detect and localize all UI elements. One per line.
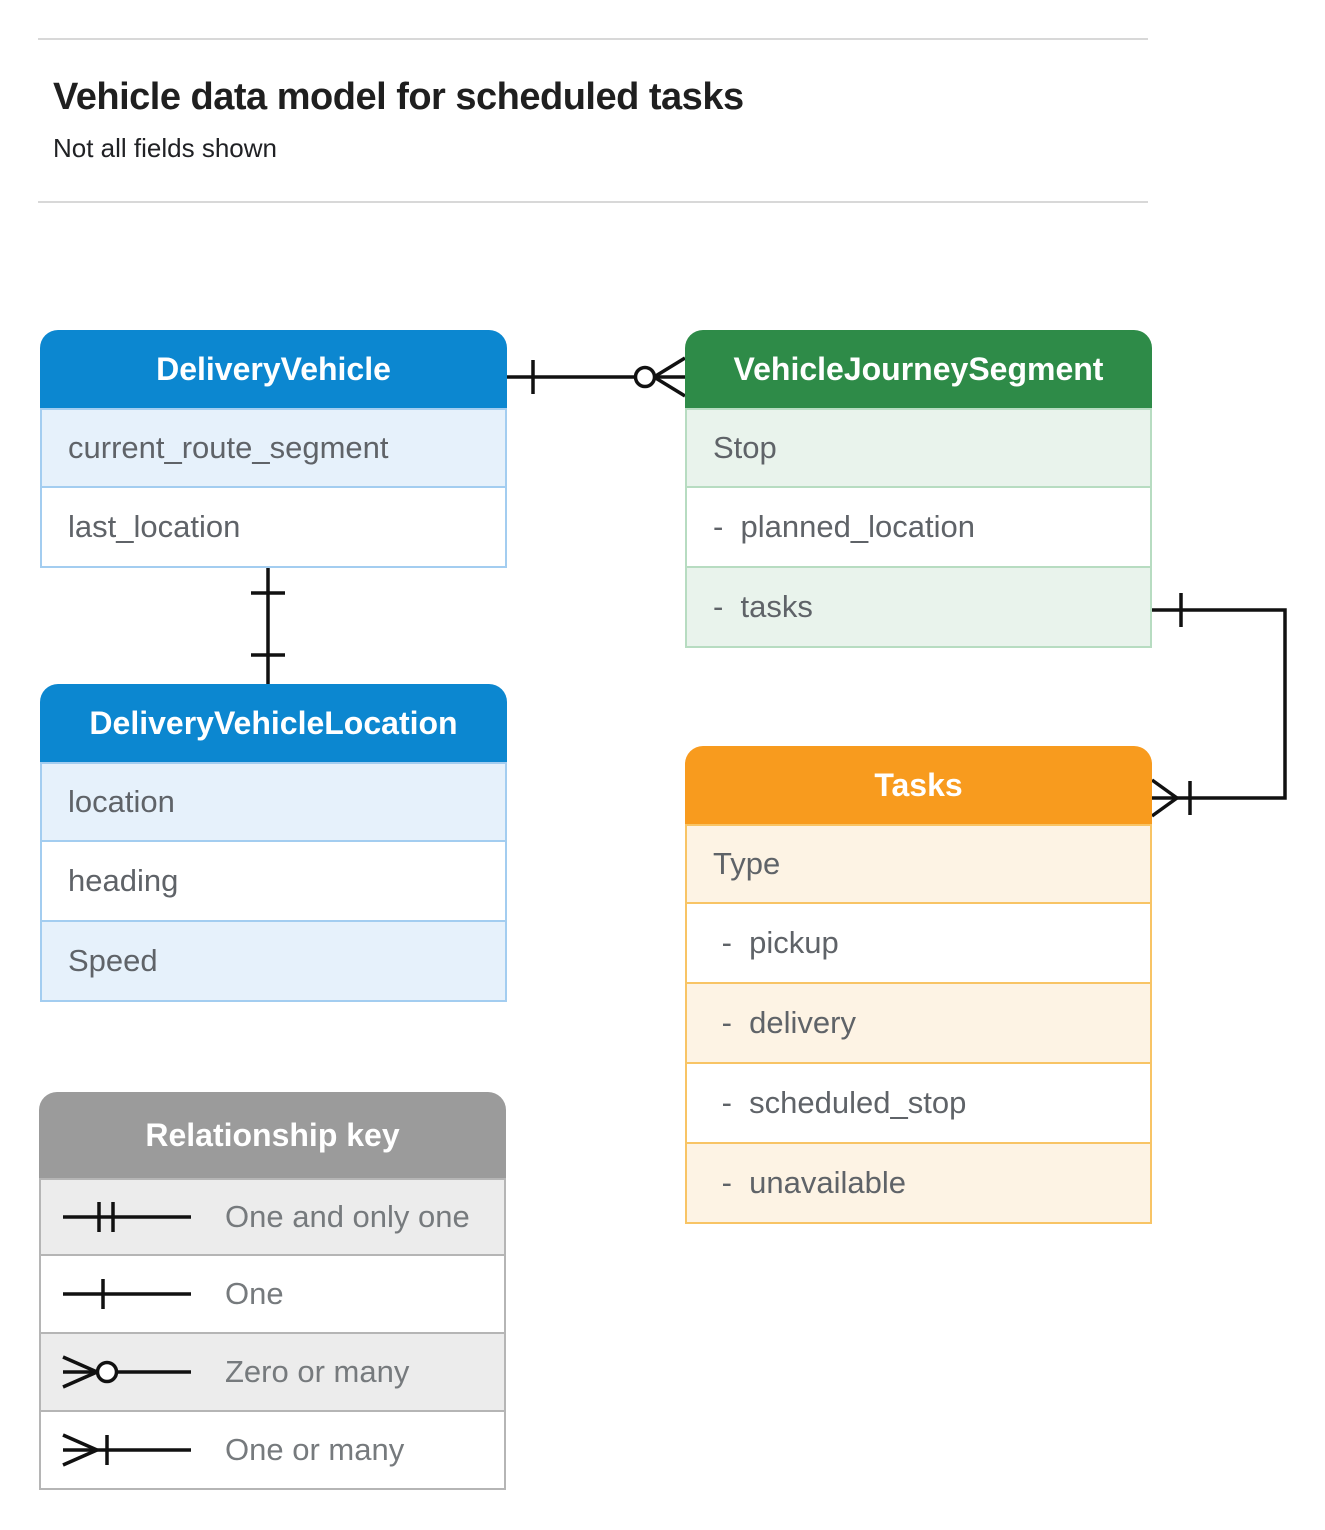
field-current-route-segment: current_route_segment <box>40 408 507 488</box>
entity-tasks: Tasks Type - pickup - delivery - schedul… <box>685 746 1152 1224</box>
legend-item-one-and-only-one: One and only one <box>39 1178 506 1256</box>
one-symbol <box>63 1279 191 1309</box>
page-subtitle: Not all fields shown <box>53 133 277 163</box>
field-scheduled-stop: - scheduled_stop <box>685 1064 1152 1144</box>
field-type: Type <box>685 824 1152 904</box>
field-heading: heading <box>40 842 507 922</box>
legend-item-zero-or-many: Zero or many <box>39 1334 506 1412</box>
divider-top <box>38 38 1148 40</box>
legend-label: One <box>225 1276 284 1311</box>
one-or-many-symbol <box>62 1433 191 1467</box>
entity-delivery-vehicle: DeliveryVehicle current_route_segment la… <box>40 330 507 568</box>
field-delivery: - delivery <box>685 984 1152 1064</box>
connector-deliveryvehicle-vehiclejourneysegment <box>507 356 686 398</box>
legend-label: Zero or many <box>225 1354 410 1389</box>
relationship-key: Relationship key One and only one One <box>39 1092 506 1490</box>
legend-item-one: One <box>39 1256 506 1334</box>
legend-item-one-or-many: One or many <box>39 1412 506 1490</box>
page-title: Vehicle data model for scheduled tasks <box>53 76 744 118</box>
field-planned-location: - planned_location <box>685 488 1152 568</box>
field-speed: Speed <box>40 922 507 1002</box>
field-unavailable: - unavailable <box>685 1144 1152 1224</box>
field-pickup: - pickup <box>685 904 1152 984</box>
connector-vehiclejourneysegment-tasks <box>1150 593 1287 818</box>
divider-under-subtitle <box>38 201 1148 203</box>
entity-title: VehicleJourneySegment <box>685 330 1152 408</box>
field-stop: Stop <box>685 408 1152 488</box>
one-and-only-one-symbol <box>63 1202 191 1232</box>
entity-title: DeliveryVehicle <box>40 330 507 408</box>
connector-deliveryvehicle-deliveryvehiclelocation <box>251 568 285 684</box>
entity-vehicle-journey-segment: VehicleJourneySegment Stop - planned_loc… <box>685 330 1152 648</box>
legend-label: One and only one <box>225 1199 470 1234</box>
field-location: location <box>40 762 507 842</box>
entity-title: Tasks <box>685 746 1152 824</box>
zero-or-many-symbol <box>62 1355 191 1389</box>
entity-title: DeliveryVehicleLocation <box>40 684 507 762</box>
entity-delivery-vehicle-location: DeliveryVehicleLocation location heading… <box>40 684 507 1002</box>
legend-title: Relationship key <box>39 1092 506 1178</box>
field-last-location: last_location <box>40 488 507 568</box>
legend-label: One or many <box>225 1432 405 1467</box>
field-tasks: - tasks <box>685 568 1152 648</box>
